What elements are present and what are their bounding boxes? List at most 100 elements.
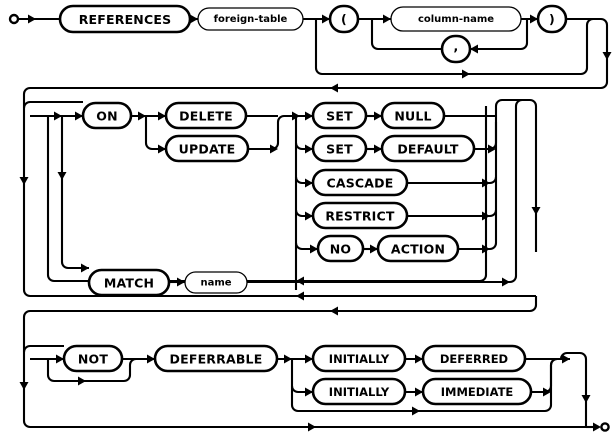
arrow-ref-ftable — [190, 14, 198, 24]
node-update-box[interactable] — [164, 134, 250, 163]
node-on-box[interactable] — [81, 101, 133, 130]
node-foreign-table[interactable]: foreign-table — [197, 7, 304, 31]
arrow-init-deferred — [415, 354, 423, 364]
node-no[interactable]: NO — [316, 234, 365, 263]
node-deferrable-box[interactable] — [153, 344, 279, 373]
node-initially-deferred-box[interactable] — [311, 344, 407, 373]
node-references[interactable]: REFERENCES — [58, 4, 192, 34]
arrow-wrap-row3 — [330, 306, 338, 316]
start-marker-circle — [8, 13, 20, 25]
node-set-default-set-label: SET — [326, 142, 353, 157]
rail-bypass-join — [566, 17, 595, 76]
rail-to-initially2 — [290, 385, 313, 394]
rail-row3-enter — [22, 344, 64, 353]
node-default-label: DEFAULT — [397, 142, 459, 157]
node-initially-immediate[interactable]: INITIALLY — [311, 377, 407, 406]
node-set-null-set[interactable]: SET — [311, 101, 368, 130]
node-foreign-table-box[interactable] — [197, 7, 304, 31]
arrow-to-on — [75, 111, 83, 121]
arrow-to-update — [158, 144, 166, 154]
node-comma-box[interactable] — [440, 34, 472, 64]
node-delete[interactable]: DELETE — [164, 101, 248, 130]
node-match[interactable]: MATCH — [87, 268, 171, 297]
arrow-start — [28, 14, 36, 24]
row1-track — [8, 13, 612, 79]
node-rparen-box[interactable] — [536, 4, 568, 34]
node-action-box[interactable] — [376, 234, 460, 263]
node-restrict-box[interactable] — [311, 201, 409, 230]
arrow-match-name — [177, 277, 185, 287]
arrow-name-out — [502, 277, 510, 287]
node-delete-label: DELETE — [179, 109, 233, 124]
rail-inner-loop-up — [479, 106, 488, 283]
node-column-name[interactable]: column-name — [390, 6, 522, 32]
arrow-skip-join — [296, 291, 304, 301]
node-action[interactable]: ACTION — [376, 234, 460, 263]
node-column-name-box[interactable] — [390, 6, 522, 32]
rail-update-merge — [248, 114, 300, 151]
node-deferrable[interactable]: DEFERRABLE — [153, 344, 279, 373]
node-name[interactable]: name — [184, 271, 248, 294]
rail-inner-loop-a — [46, 116, 480, 283]
rail-paren-bypass — [314, 19, 575, 76]
arrow-no-action-link — [370, 244, 378, 254]
rail-initially-bypass — [290, 359, 545, 413]
rail-row3-skip — [22, 352, 586, 429]
row1-row2-connector — [22, 78, 609, 108]
arrow-initially-bypass — [412, 406, 420, 416]
node-set-null-set-box[interactable] — [311, 101, 368, 130]
node-rparen[interactable]: ) — [536, 4, 568, 34]
arrow-inner-loopback — [296, 276, 304, 286]
node-name-box[interactable] — [184, 271, 248, 294]
arrow-wrap-row2 — [330, 83, 338, 93]
arrow-row3-skip-down — [19, 382, 29, 390]
node-not[interactable]: NOT — [62, 344, 124, 373]
node-default-box[interactable] — [380, 134, 476, 163]
arrow-paren-bypass — [462, 69, 470, 79]
node-deferred[interactable]: DEFERRED — [421, 344, 527, 373]
rail-wrap-to-row2 — [22, 78, 609, 108]
node-not-box[interactable] — [62, 344, 124, 373]
node-immediate[interactable]: IMMEDIATE — [421, 377, 533, 406]
arrow-lparen-col — [383, 14, 391, 24]
arrow-update-merge — [270, 144, 278, 154]
node-rparen-label: ) — [549, 12, 555, 27]
node-initially-immediate-box[interactable] — [311, 377, 407, 406]
node-deferred-box[interactable] — [421, 344, 527, 373]
arrow-on-delete — [158, 111, 166, 121]
node-references-box[interactable] — [58, 4, 192, 34]
node-match-label: MATCH — [104, 276, 154, 291]
arrow-set-null-link — [374, 111, 382, 121]
node-no-box[interactable] — [316, 234, 365, 263]
node-match-box[interactable] — [87, 268, 171, 297]
node-null[interactable]: NULL — [380, 101, 446, 130]
node-default[interactable]: DEFAULT — [380, 134, 476, 163]
node-cascade[interactable]: CASCADE — [311, 168, 409, 197]
node-references-label: REFERENCES — [79, 12, 172, 27]
node-set-null-set-label: SET — [326, 109, 353, 124]
node-restrict[interactable]: RESTRICT — [311, 201, 409, 230]
row2-track — [19, 98, 541, 301]
arrow-cascade — [305, 178, 313, 188]
node-cascade-box[interactable] — [311, 168, 409, 197]
node-delete-box[interactable] — [164, 101, 248, 130]
node-null-box[interactable] — [380, 101, 446, 130]
arrow-collector-down — [531, 207, 541, 215]
node-immediate-box[interactable] — [421, 377, 533, 406]
arrow-restrict — [305, 211, 313, 221]
rail-not-bypass — [46, 357, 155, 383]
node-on[interactable]: ON — [81, 101, 133, 130]
rail-match-branch — [60, 116, 89, 270]
node-initially-deferred[interactable]: INITIALLY — [311, 344, 407, 373]
node-update[interactable]: UPDATE — [164, 134, 250, 163]
node-set-default-set[interactable]: SET — [311, 134, 368, 163]
arrow-init-immediate — [415, 387, 423, 397]
node-lparen-box[interactable] — [328, 4, 360, 34]
node-deferrable-label: DEFERRABLE — [170, 352, 263, 367]
node-set-default-set-box[interactable] — [311, 134, 368, 163]
node-lparen[interactable]: ( — [328, 4, 360, 34]
arrow-ftable-lparen — [322, 14, 330, 24]
rail-row2-skip-all — [22, 108, 296, 298]
node-comma[interactable]: , — [440, 34, 472, 64]
